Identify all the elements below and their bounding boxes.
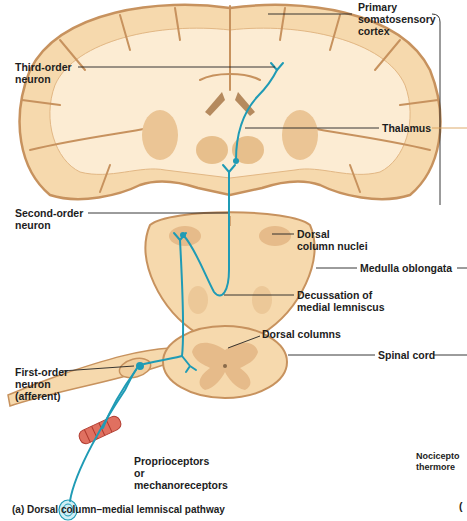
- sulcus: [400, 100, 438, 105]
- sulcus: [22, 100, 60, 105]
- structure-label: Nocicepto thermore: [416, 451, 466, 473]
- sulcus: [100, 165, 110, 192]
- leader-line: [245, 128, 379, 129]
- leader-line: [224, 295, 294, 296]
- first-order-axon: [103, 370, 136, 428]
- cell-body: [180, 232, 186, 238]
- axon-terminal: [182, 356, 196, 372]
- corpus-callosum: [200, 74, 260, 80]
- sulcus: [120, 15, 130, 50]
- dorsal-column-nucleus: [259, 226, 291, 246]
- basal-nucleus: [142, 110, 178, 160]
- dorsal-root: [8, 348, 172, 406]
- structure-label: Second-order neuron: [15, 207, 91, 231]
- panel-link-line: [432, 128, 467, 129]
- sulcus: [350, 165, 360, 192]
- structure-label: Spinal cord: [378, 349, 448, 361]
- spindle-stripes: [84, 419, 112, 442]
- leader-line: [228, 336, 260, 348]
- structure-label: (: [459, 500, 467, 512]
- olive: [252, 286, 272, 314]
- leader-line: [272, 234, 294, 235]
- sulcus: [280, 8, 285, 40]
- panel-link-line: [434, 355, 467, 356]
- first-order-axon: [70, 368, 137, 501]
- second-order-axon: [184, 172, 229, 296]
- structure-label: Primary somatosensory cortex: [358, 1, 438, 37]
- basal-nucleus: [282, 110, 318, 160]
- axon-terminal: [223, 165, 235, 172]
- dorsal-root-ganglion: [117, 355, 153, 381]
- leader-line: [78, 67, 275, 68]
- leader-line: [316, 268, 357, 269]
- third-order-axon: [236, 70, 277, 160]
- lateral-ventricle: [205, 92, 225, 116]
- structure-label: First-order neuron (afferent): [15, 366, 75, 402]
- olive: [188, 286, 208, 314]
- sulcus: [375, 40, 400, 70]
- thalamus-shape: [196, 136, 228, 164]
- cortex-bracket: [268, 14, 440, 205]
- structure-label: Medulla oblongata: [360, 262, 465, 274]
- cell-body: [136, 362, 144, 370]
- axon-terminal: [174, 233, 186, 240]
- lateral-sulcus: [30, 128, 150, 150]
- figure-caption: (a) Dorsal column–medial lemniscal pathw…: [12, 504, 225, 516]
- gray-matter: [192, 343, 258, 390]
- leader-line: [88, 213, 228, 214]
- structure-label: Dorsal column nuclei: [297, 228, 369, 252]
- structure-label: Thalamus: [382, 122, 442, 134]
- structure-label: Third-order neuron: [15, 61, 83, 85]
- axon-terminal: [271, 63, 283, 70]
- structure-label: Dorsal columns: [262, 328, 357, 340]
- structure-label: Proprioceptors or mechanoreceptors: [134, 455, 219, 491]
- first-order-axon: [144, 240, 183, 364]
- sulcus: [175, 8, 180, 40]
- leader-line: [288, 355, 375, 356]
- central-canal: [223, 364, 227, 368]
- structure-label: Decussation of medial lemniscus: [297, 289, 397, 313]
- panel-link-line: [457, 268, 467, 269]
- leader-line: [62, 366, 134, 371]
- cell-body: [233, 158, 239, 164]
- sulcus: [330, 15, 340, 50]
- longitudinal-fissure: [229, 6, 231, 90]
- dorsal-column-nucleus: [169, 226, 201, 246]
